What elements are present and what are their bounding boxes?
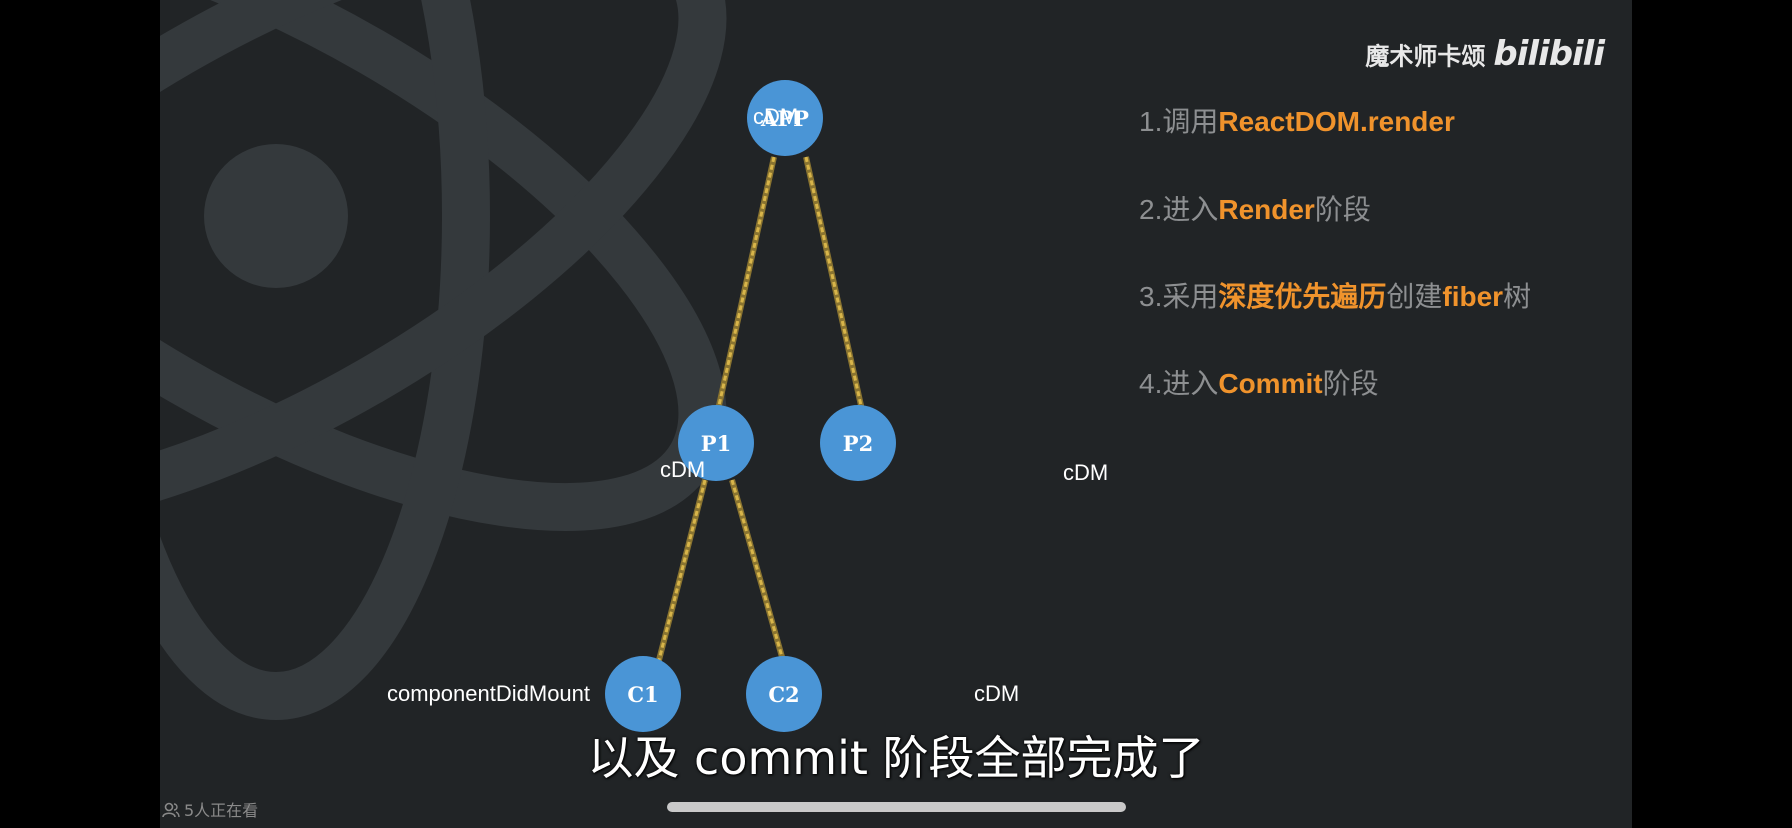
p1-lifecycle-label: cDM [660,457,706,482]
subtitle: 以及 commit 阶段全部完成了 [587,731,1205,785]
svg-text:C2: C2 [768,682,799,707]
fiber-tree: APP P1 P2 C1 C2 [605,80,896,732]
tree-node-p2: P2 [820,405,896,481]
step-4: 4.进入Commit阶段 [1139,368,1379,399]
bilibili-logo: bilibili [1493,34,1605,74]
tree-node-app: APP [747,80,823,156]
viewer-count: 5人正在看 [162,797,258,821]
step-3: 3.采用深度优先遍历创建fiber树 [1139,281,1532,312]
progress-bar[interactable] [667,802,1126,812]
app-lifecycle-label: cDM [753,104,799,129]
watermark-author: 魔术师卡颂 [1365,42,1486,71]
svg-text:P1: P1 [701,431,731,456]
tree-node-c1: C1 [605,656,681,732]
svg-text:P2: P2 [843,431,873,456]
slide: APP P1 P2 C1 C2 cDM cDM cDM componentDid… [160,0,1632,828]
c1-lifecycle-label: componentDidMount [387,681,591,706]
tree-node-p1: P1 [678,405,754,481]
tree-node-c2: C2 [746,656,822,732]
edge-p1-c1 [655,479,708,665]
people-icon [162,802,180,818]
svg-text:C1: C1 [627,682,658,707]
tree-edges [655,156,865,665]
c2-lifecycle-label: cDM [974,681,1020,706]
step-2: 2.进入Render阶段 [1139,194,1371,225]
p2-lifecycle-label: cDM [1063,460,1109,485]
step-1: 1.调用ReactDOM.render [1139,106,1455,137]
viewer-count-label: 5人正在看 [184,801,259,820]
svg-text:APP: APP [760,106,809,131]
edge-p1-c2 [729,479,787,665]
